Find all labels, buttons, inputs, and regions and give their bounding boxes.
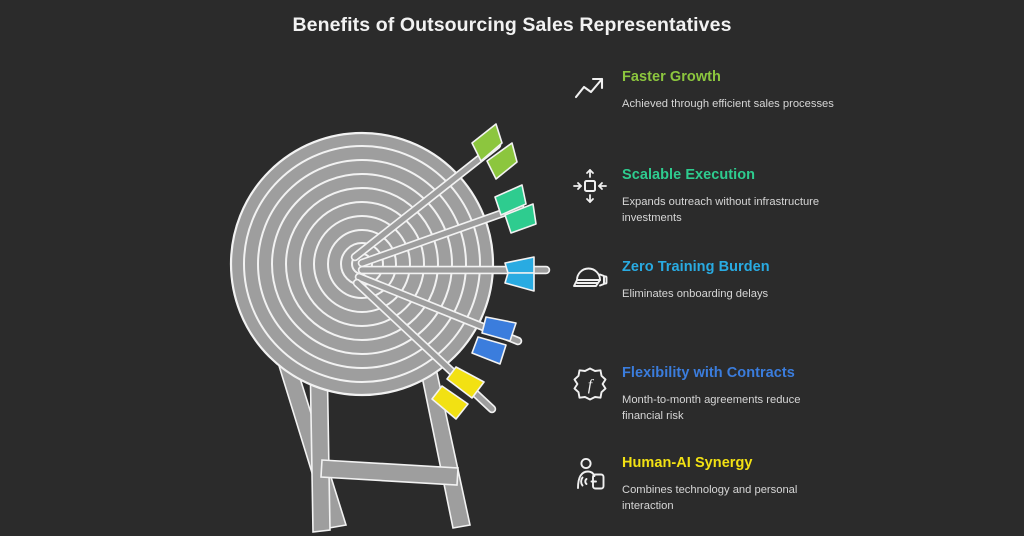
arrow-green — [357, 184, 537, 268]
vr-headset-icon — [570, 260, 610, 296]
scale-inward-arrows-icon — [570, 168, 610, 204]
benefit-item-zero-training-burden: Zero Training Burden Eliminates onboardi… — [566, 258, 986, 328]
benefit-item-faster-growth: Faster Growth Achieved through efficient… — [566, 68, 986, 138]
benefit-description: Month-to-month agreements reduce financi… — [622, 393, 801, 422]
benefit-item-scalable-execution: Scalable Execution Expands outreach with… — [566, 166, 986, 236]
svg-text:f: f — [588, 377, 595, 394]
benefit-description: Combines technology and personal interac… — [622, 483, 798, 512]
benefit-title: Scalable Execution — [622, 167, 756, 183]
arrow-blue — [354, 272, 523, 365]
trending-up-icon — [570, 70, 610, 106]
arrow-lime — [350, 123, 518, 262]
benefit-description: Expands outreach without infrastructure … — [622, 195, 820, 224]
benefit-title: Zero Training Burden — [622, 259, 770, 275]
benefit-item-flexibility-with-contracts: f Flexibility with Contracts Month-to-mo… — [566, 364, 986, 434]
person-tapping-device-icon — [570, 456, 610, 492]
target-stand — [266, 326, 471, 533]
benefit-item-human-ai-synergy: Human-AI Synergy Combines technology and… — [566, 454, 986, 524]
benefit-description: Achieved through efficient sales process… — [622, 97, 834, 110]
arrow-yellow — [352, 278, 497, 420]
benefit-title: Human-AI Synergy — [622, 455, 753, 471]
scalloped-badge-f-icon: f — [570, 366, 610, 402]
arrow-cyan — [357, 256, 551, 292]
benefit-title: Faster Growth — [622, 69, 721, 85]
archery-target-illustration — [150, 105, 570, 535]
benefit-title: Flexibility with Contracts — [622, 365, 795, 381]
page-title: Benefits of Outsourcing Sales Representa… — [292, 14, 732, 36]
benefits-list: Faster Growth Achieved through efficient… — [566, 68, 986, 524]
benefit-description: Eliminates onboarding delays — [622, 287, 769, 300]
